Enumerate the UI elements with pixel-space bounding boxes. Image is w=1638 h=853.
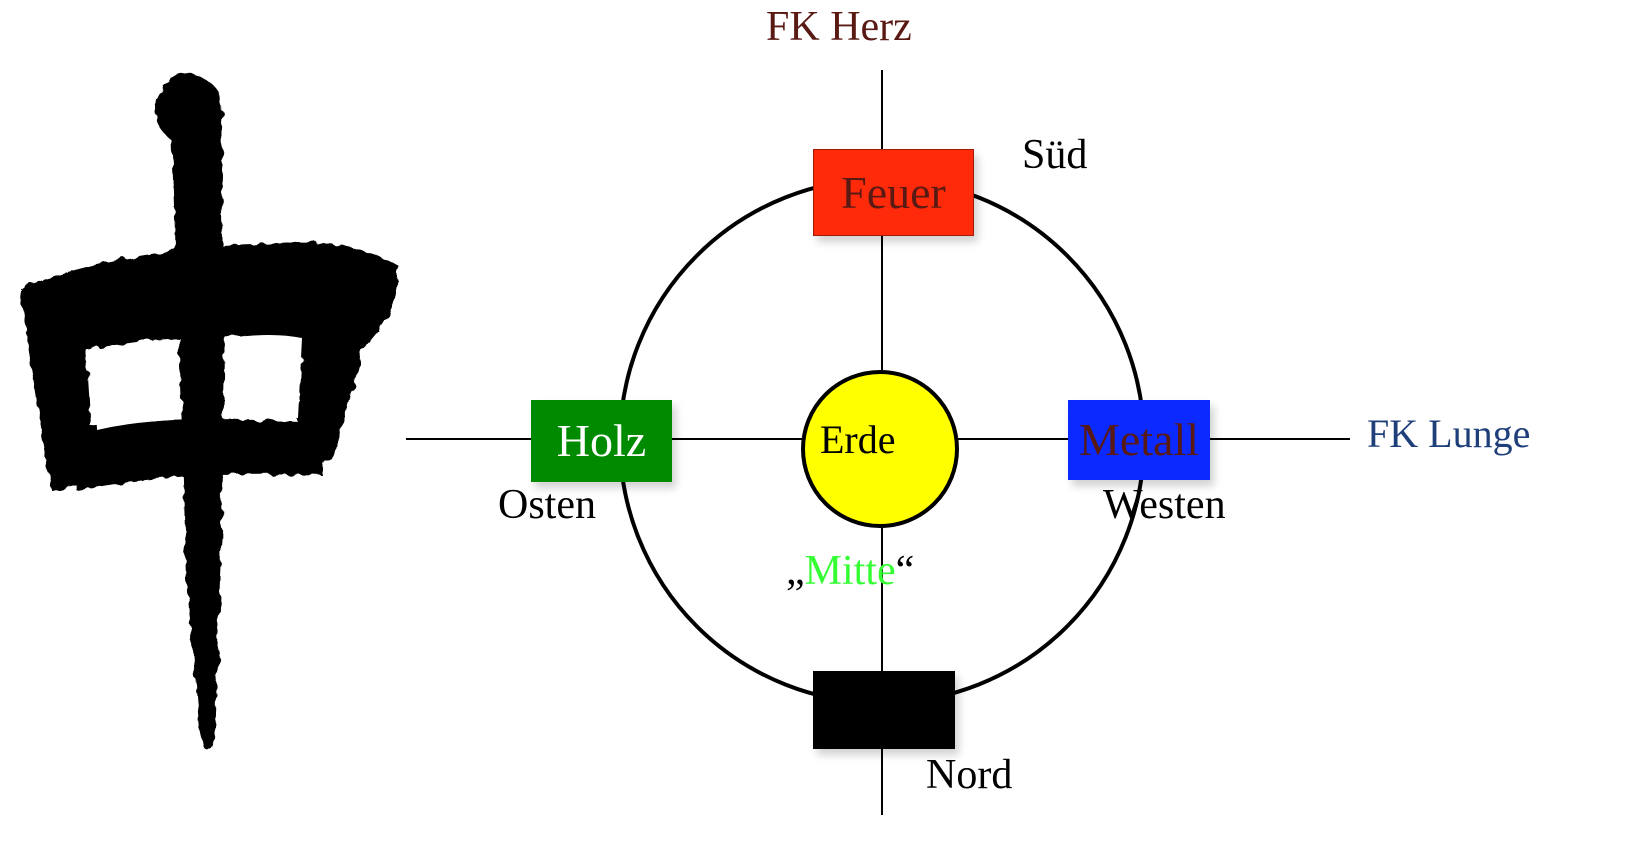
axis-label-right: FK Lunge [1367,411,1531,456]
direction-north: Nord [926,752,1013,798]
caption-close-quote: “ [895,548,915,594]
zhong-character-image [2,20,432,820]
fire-box: Feuer [813,149,974,236]
fire-label: Feuer [841,166,946,218]
earth-label: Erde [820,417,896,462]
wood-box: Holz [531,400,672,482]
metal-box: Metall [1068,400,1210,480]
direction-east: Osten [498,482,596,528]
caption-open-quote: „ [786,548,805,594]
center-caption: „Mitte“ [786,550,914,592]
water-box [813,671,955,749]
axis-label-top: FK Herz [766,4,912,50]
direction-south: Süd [1022,132,1088,178]
zhong-calligraphy-icon [19,73,399,751]
wood-label: Holz [556,415,647,466]
earth-circle [801,370,959,528]
metal-label: Metall [1078,414,1200,465]
caption-word: Mitte [804,548,896,594]
direction-west: Westen [1103,482,1226,528]
